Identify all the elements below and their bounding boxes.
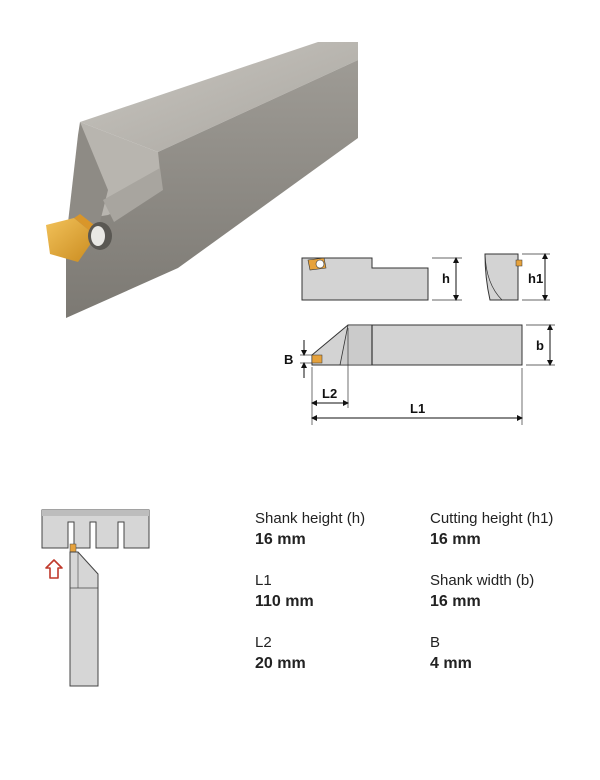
- spec-value: 16 mm: [430, 531, 481, 548]
- spec-cutting-height: Cutting height (h1) 16 mm: [430, 510, 553, 550]
- spec-value: 20 mm: [255, 655, 306, 672]
- spec-value: 4 mm: [430, 655, 472, 672]
- spec-label: L1: [255, 572, 272, 589]
- spec-shank-width: Shank width (b) 16 mm: [430, 572, 534, 612]
- usage-diagram: [41, 509, 150, 687]
- spec-L2: L2 20 mm: [255, 634, 306, 674]
- spec-label: B: [430, 634, 441, 651]
- insert-tip: [46, 218, 96, 262]
- spec-value: 16 mm: [255, 531, 306, 548]
- spec-label: Cutting height (h1): [430, 510, 554, 527]
- side-view: [301, 257, 429, 301]
- dim-label-h: h: [442, 271, 450, 286]
- spec-B: B 4 mm: [430, 634, 472, 674]
- dim-label-L1: L1: [410, 401, 425, 416]
- dim-label-b: b: [536, 338, 544, 353]
- dim-label-B: B: [284, 352, 293, 367]
- spec-value: 110 mm: [255, 593, 314, 610]
- spec-value: 16 mm: [430, 593, 481, 610]
- up-arrow-icon: [45, 559, 63, 579]
- spec-label: L2: [255, 634, 272, 651]
- spec-shank-height: Shank height (h) 16 mm: [255, 510, 365, 550]
- product-photo: [46, 42, 358, 318]
- end-view: [484, 253, 519, 301]
- dim-label-h1: h1: [528, 271, 543, 286]
- spec-L1: L1 110 mm: [255, 572, 314, 612]
- spec-label: Shank height (h): [255, 510, 366, 527]
- workpiece: [41, 509, 150, 549]
- usage-insert: [69, 543, 77, 553]
- usage-tool: [69, 551, 99, 687]
- spec-label: Shank width (b): [430, 572, 535, 589]
- dimension-drawing: h h1 b B L2 L1: [284, 253, 555, 425]
- dim-label-L2: L2: [322, 386, 337, 401]
